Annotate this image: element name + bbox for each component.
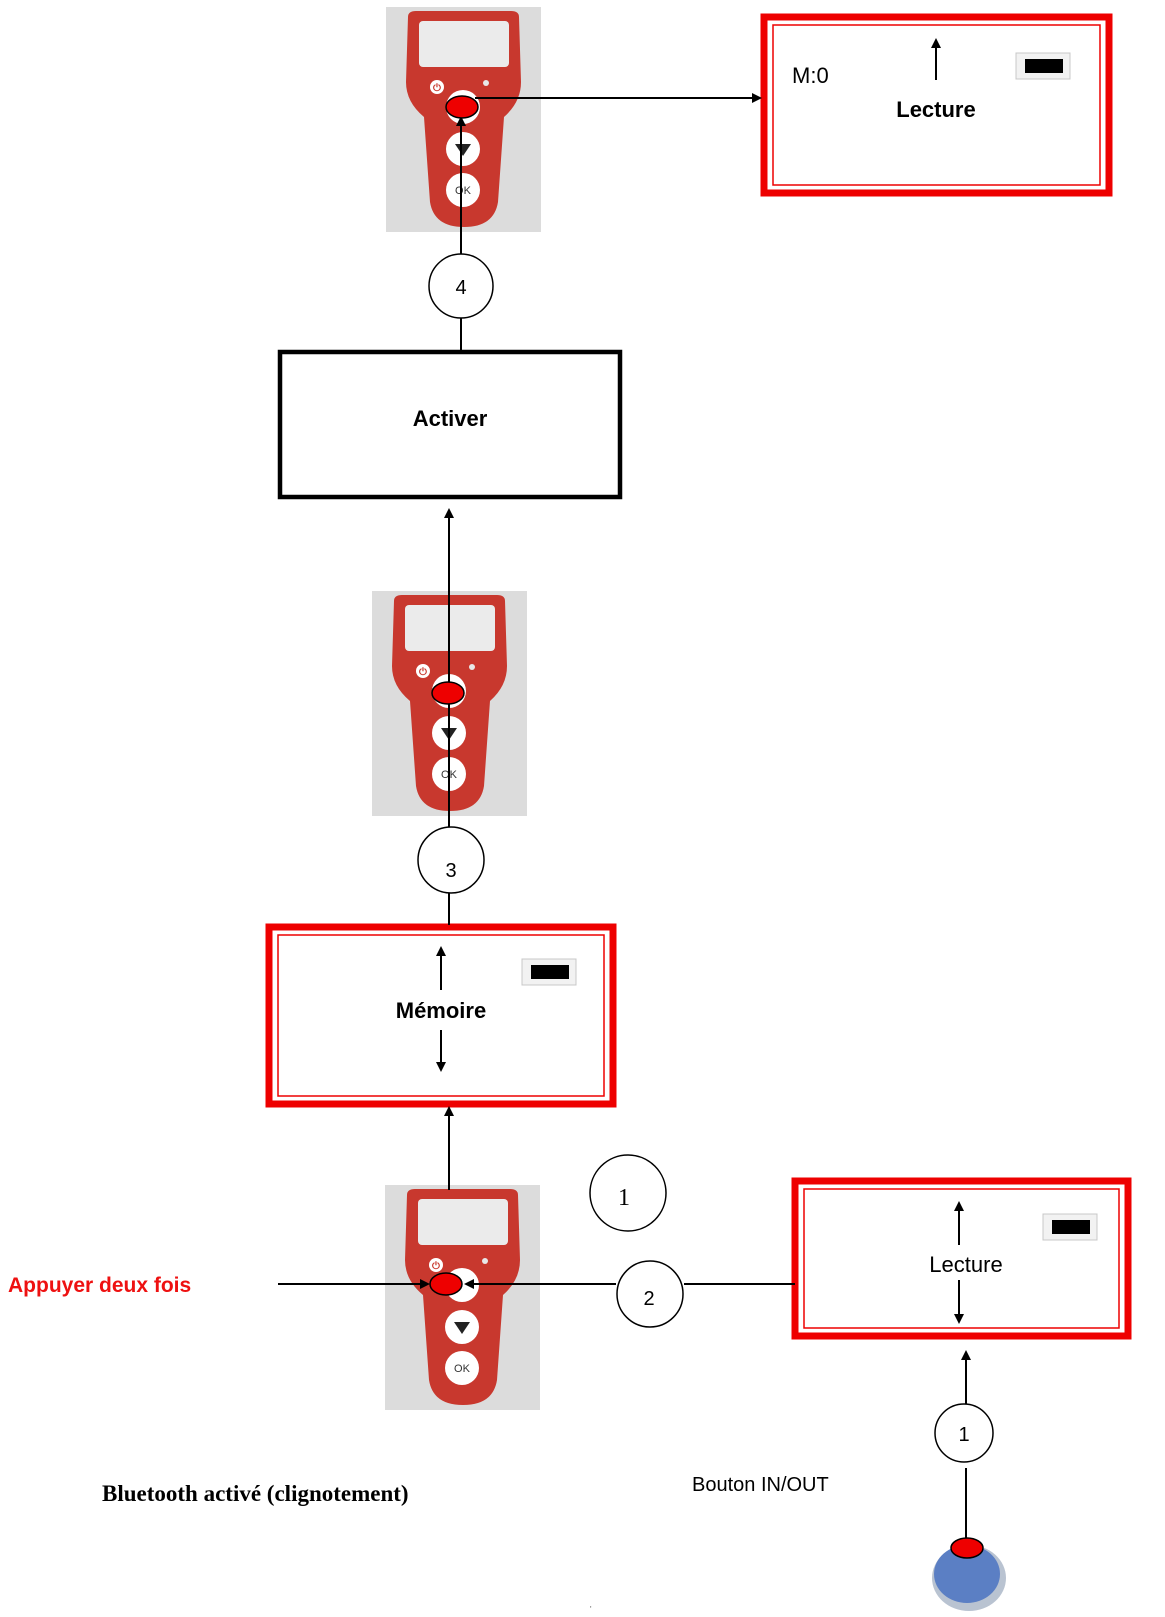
display-top: M:0 Lecture <box>760 13 1113 197</box>
step-circle-4: 4 <box>428 253 494 319</box>
activate-box: Activer <box>277 349 623 500</box>
svg-text:2: 2 <box>643 1288 654 1310</box>
reading-label: Lecture <box>929 1252 1002 1277</box>
step-circle-3: 3 <box>417 826 485 894</box>
memory-box: Mémoire <box>265 923 617 1108</box>
memory-counter: M:0 <box>792 63 829 88</box>
step-circle-1-top: 1 <box>589 1154 667 1232</box>
press-button-middle[interactable] <box>431 681 465 705</box>
in-out-label: Bouton IN/OUT <box>692 1474 829 1496</box>
press-button-bottom[interactable] <box>429 1272 463 1296</box>
reading-box: Lecture <box>791 1177 1132 1340</box>
step-circle-2: 2 <box>616 1260 684 1328</box>
step-circle-1-bottom: 1 <box>934 1403 994 1463</box>
svg-text:1: 1 <box>958 1424 969 1446</box>
svg-text:1: 1 <box>618 1185 630 1211</box>
device-image-top <box>386 7 541 232</box>
activate-label: Activer <box>413 406 488 431</box>
bluetooth-status-label: Bluetooth activé (clignotement) <box>102 1481 409 1506</box>
connectors <box>278 93 971 1545</box>
display-top-title: Lecture <box>896 97 975 122</box>
in-out-button[interactable] <box>932 1537 1006 1611</box>
press-twice-label: Appuyer deux fois <box>8 1274 191 1297</box>
battery-icon <box>1015 52 1071 80</box>
battery-icon <box>521 958 577 986</box>
svg-text:4: 4 <box>455 277 466 299</box>
memory-label: Mémoire <box>396 998 486 1023</box>
svg-text:3: 3 <box>445 860 456 882</box>
device-image-bottom <box>385 1185 540 1410</box>
page-mark: ' <box>590 1605 592 1614</box>
press-button-top[interactable] <box>445 95 479 119</box>
battery-icon <box>1042 1213 1098 1241</box>
